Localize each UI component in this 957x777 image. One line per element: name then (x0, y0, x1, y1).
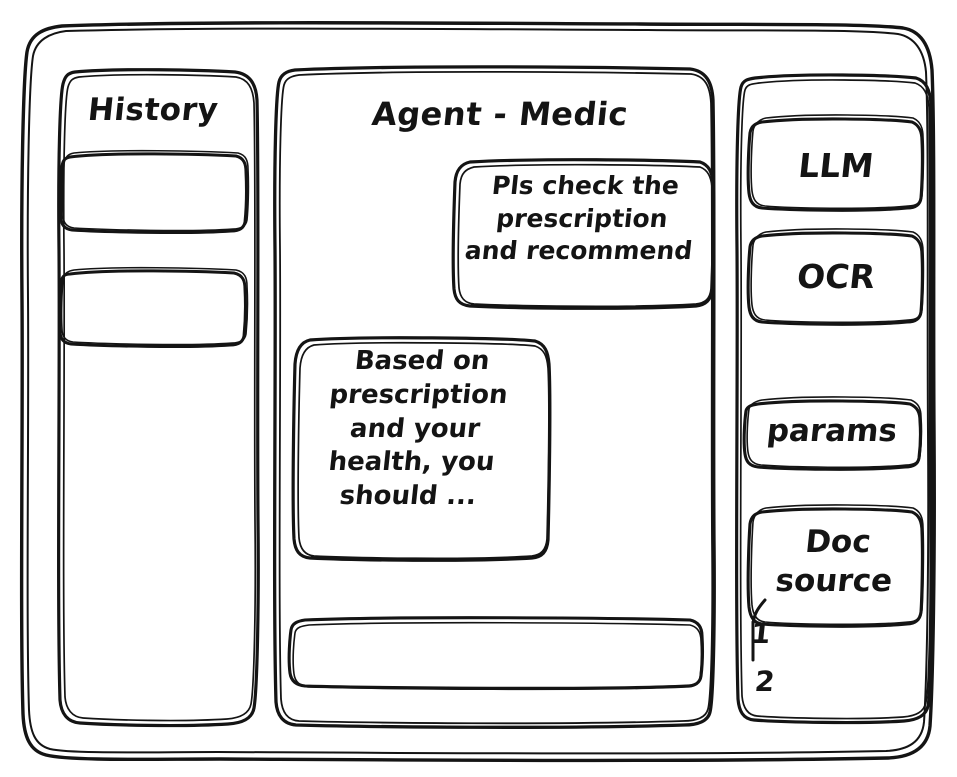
composer-input[interactable] (290, 618, 704, 690)
llm-button[interactable] (749, 116, 925, 210)
params-button[interactable] (745, 398, 922, 468)
user-message-text: Pls check the prescription and recommend (463, 171, 694, 265)
agent-panel-title: Agent - Medic (370, 95, 631, 133)
history-item-1[interactable] (58, 150, 248, 234)
doc-source-marker-1: 1 (749, 617, 773, 650)
doc-source-button[interactable] (749, 506, 925, 626)
ocr-button[interactable] (749, 230, 925, 324)
agent-message-text: Based on prescription and your health, y… (327, 346, 510, 512)
doc-source-marker-2: 2 (753, 665, 777, 698)
history-item-2[interactable] (58, 267, 248, 347)
history-panel-title: History (86, 92, 221, 128)
